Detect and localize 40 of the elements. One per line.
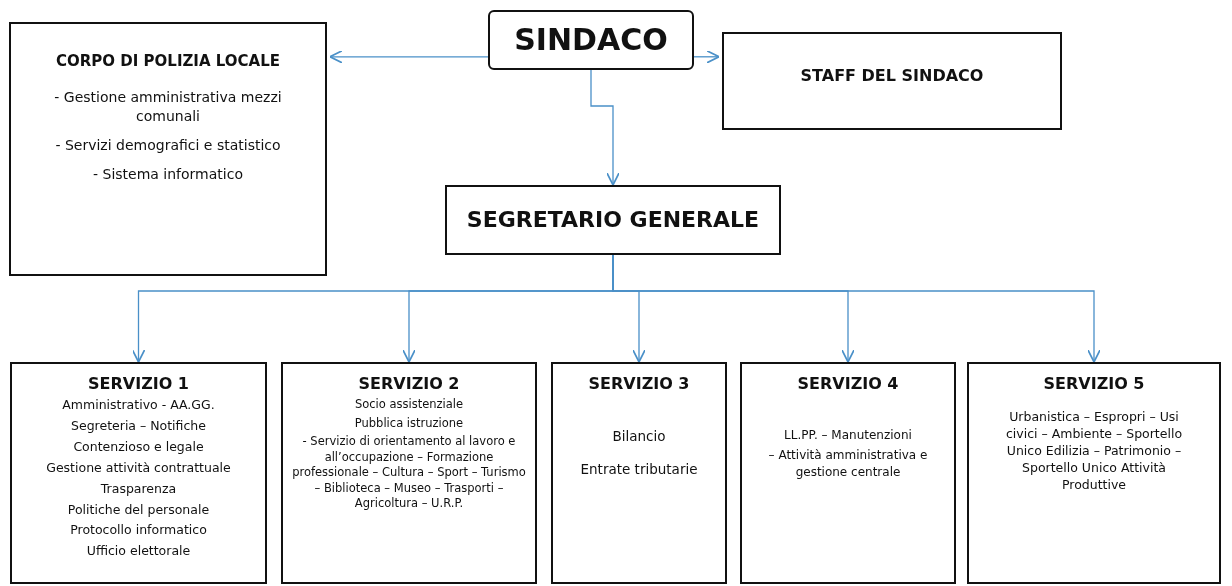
unit-duty: – Attività amministrativa e gestione centrale xyxy=(767,447,929,480)
unit-duty: - Sistema informatico xyxy=(93,164,243,184)
unit-duty: Protocollo informatico xyxy=(70,522,207,540)
unit-duty: Urbanistica – Espropri – Usi civici – Ambiente – Sportello Unico Edilizia – Patrimonio – Sportello Unico Attività Produttive xyxy=(1004,409,1184,494)
unit-title: SERVIZIO 5 xyxy=(1043,374,1145,394)
unit-duty: Entrate tributarie xyxy=(580,459,698,478)
unit-duty: - Servizio di orientamento al lavoro e all’occupazione – Formazione professionale – Cultura – Sport – Turismo – Biblioteca – Museo – Trasporti – Agricoltura – U.R.P. xyxy=(291,434,527,512)
unit-duty: Amministrativo - AA.GG. xyxy=(62,397,215,415)
org-box xyxy=(488,10,694,70)
unit-title: SEGRETARIO GENERALE xyxy=(466,206,760,234)
unit-duty: Gestione attività contrattuale xyxy=(46,459,231,477)
unit-title: CORPO DI POLIZIA LOCALE xyxy=(56,52,280,70)
unit-title: STAFF DEL SINDACO xyxy=(800,66,984,86)
org-box xyxy=(740,362,956,584)
org-box xyxy=(967,362,1221,584)
org-box xyxy=(281,362,537,584)
connector-arrow xyxy=(693,49,720,64)
unit-duty: Socio assistenziale xyxy=(354,397,464,413)
org-box xyxy=(9,22,327,276)
org-box xyxy=(445,185,781,255)
unit-duty: - Servizi demografici e statistico xyxy=(55,135,281,155)
connector-arrow xyxy=(329,49,489,64)
unit-duty: Bilancio xyxy=(612,427,666,446)
org-box xyxy=(10,362,267,584)
unit-duty: LL.PP. – Manutenzioni xyxy=(784,427,912,444)
org-box xyxy=(551,362,727,584)
unit-duty: Politiche del personale xyxy=(67,501,210,519)
unit-duty: - Gestione amministrativa mezzi comunali xyxy=(53,88,283,126)
unit-duty: Pubblica istruzione xyxy=(354,415,464,432)
unit-duty: Contenzioso e legale xyxy=(73,438,204,456)
unit-title: SERVIZIO 1 xyxy=(88,374,189,394)
unit-title: SERVIZIO 4 xyxy=(797,374,899,394)
unit-duty: Trasparenza xyxy=(100,480,177,498)
connector-arrow xyxy=(590,69,620,186)
unit-duty: Segreteria – Notifiche xyxy=(71,418,206,435)
org-box xyxy=(722,32,1062,130)
unit-title: SERVIZIO 2 xyxy=(358,374,460,394)
unit-title: SINDACO xyxy=(514,22,668,58)
unit-title: SERVIZIO 3 xyxy=(588,374,690,394)
unit-duty: Ufficio elettorale xyxy=(86,543,191,561)
